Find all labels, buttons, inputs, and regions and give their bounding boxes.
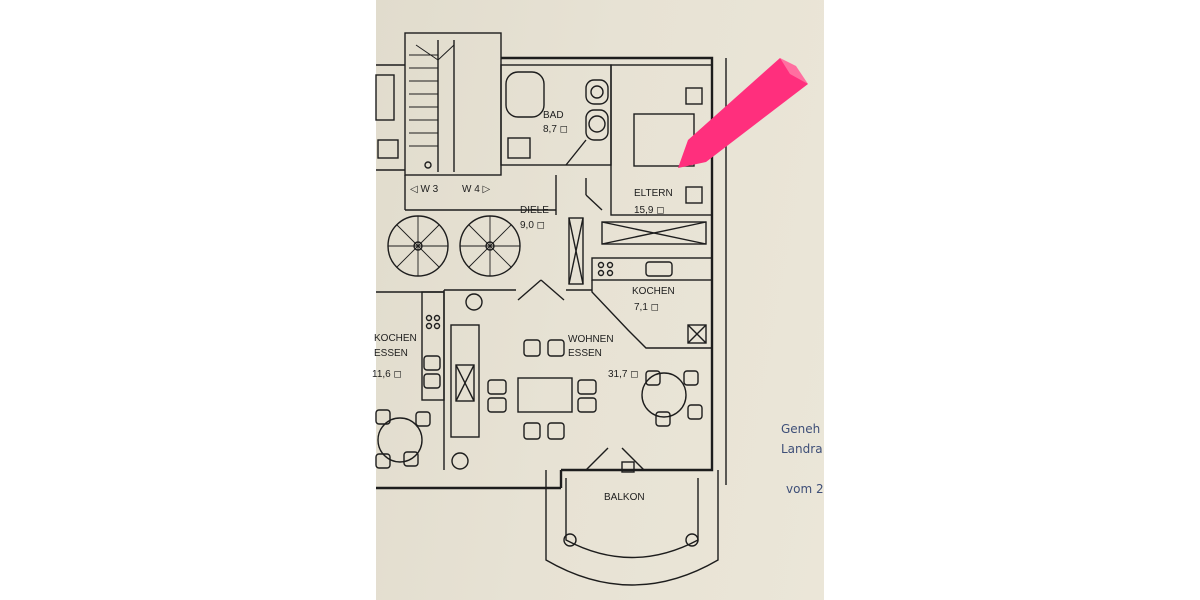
unit-label-w3: ◁ W 3: [410, 184, 439, 195]
approval-stamp-line2: Landra: [781, 442, 823, 456]
floor-plan-photo: ◁ W 3 W 4 ▷ BAD 8,7 ◻ ELTERN 15,9 ◻ DIEL…: [372, 0, 824, 600]
room-bad-name: BAD: [543, 110, 564, 121]
room-wohnen-area: 31,7 ◻: [608, 369, 639, 380]
landing: [404, 175, 603, 215]
room-kochen-left-area: 11,6 ◻: [372, 369, 402, 380]
room-eltern-area: 15,9 ◻: [634, 205, 665, 216]
living-dining: [443, 289, 703, 473]
room-bad-area: 8,7 ◻: [543, 124, 568, 135]
spiral-stair-left: [387, 215, 449, 277]
approval-stamp-line1: Geneh: [781, 422, 821, 436]
balcony: [545, 470, 719, 586]
room-diele-area: 9,0 ◻: [520, 220, 545, 231]
room-diele-name: DIELE: [520, 205, 549, 216]
approval-stamp-line3: vom 2: [786, 482, 824, 496]
hall-wardrobe: [517, 217, 584, 301]
spiral-stair-right: [459, 215, 521, 277]
room-balkon-name: BALKON: [604, 492, 645, 503]
room-kochen-area: 7,1 ◻: [634, 302, 659, 313]
room-kochen-left-name: KOCHEN: [374, 333, 417, 344]
room-kochen-left-name2: ESSEN: [374, 348, 408, 359]
left-kitchen: [375, 291, 445, 469]
left-bathroom: [375, 64, 405, 171]
floor-plan-drawing: [375, 32, 808, 586]
room-wohnen-name2: ESSEN: [568, 348, 602, 359]
room-wohnen-name: WOHNEN: [568, 334, 614, 345]
kitchen: [591, 257, 713, 349]
room-eltern-name: ELTERN: [634, 188, 673, 199]
pink-marker-arrow: [678, 58, 808, 168]
stairwell: [404, 32, 502, 176]
room-kochen-name: KOCHEN: [632, 286, 675, 297]
unit-label-w4: W 4 ▷: [462, 184, 491, 195]
